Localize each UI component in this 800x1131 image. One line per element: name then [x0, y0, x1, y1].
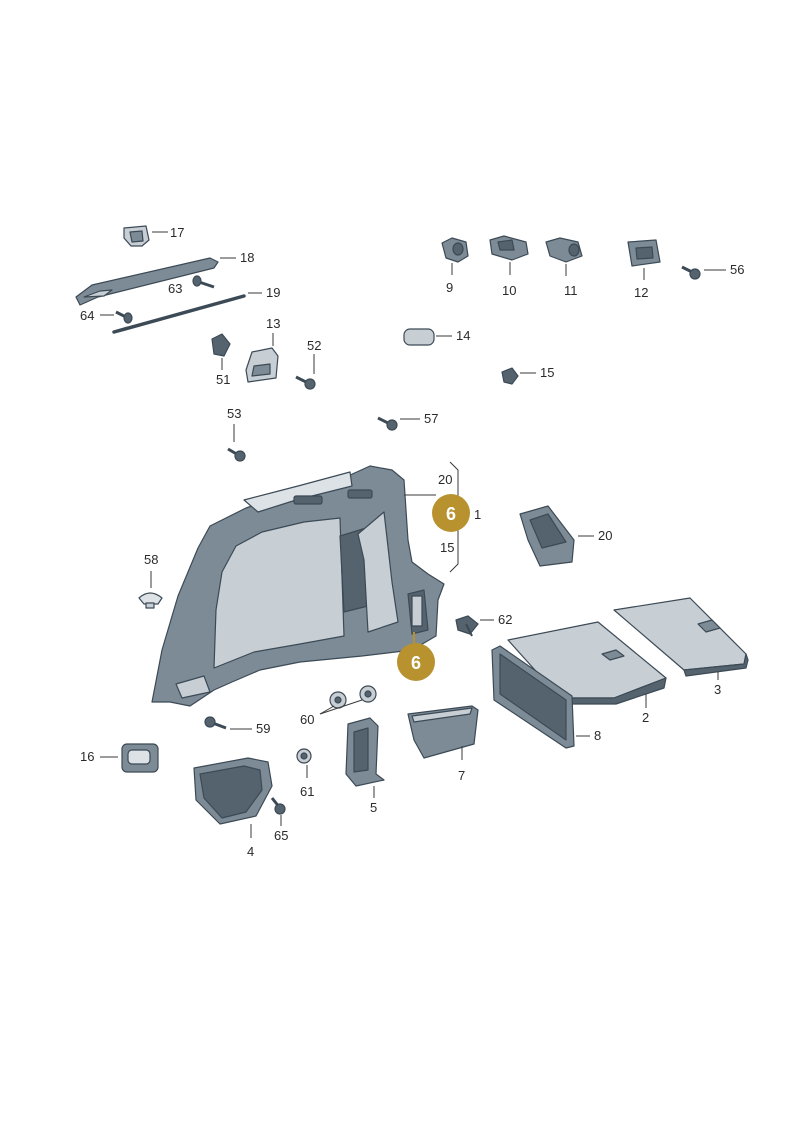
- part-17-clip: [123, 225, 150, 247]
- part-64-screw: [115, 310, 133, 324]
- part-51-clip: [211, 333, 231, 357]
- part-13-bracket: [245, 347, 279, 383]
- label-19: 19: [266, 285, 280, 300]
- label-59: 59: [256, 721, 270, 736]
- part-53-screw: [227, 447, 246, 462]
- label-61: 61: [300, 784, 314, 799]
- part-57-screw: [377, 416, 398, 431]
- part-10-clip: [489, 235, 529, 261]
- label-7: 7: [458, 768, 465, 783]
- label-5: 5: [370, 800, 377, 815]
- label-52: 52: [307, 338, 321, 353]
- label-56: 56: [730, 262, 744, 277]
- label-20-top: 20: [438, 472, 452, 487]
- label-64: 64: [80, 308, 94, 323]
- part-65-screw: [270, 797, 286, 815]
- label-53: 53: [227, 406, 241, 421]
- label-20-right: 20: [598, 528, 612, 543]
- svg-text:6: 6: [446, 504, 456, 524]
- label-1: 1: [474, 507, 481, 522]
- label-10: 10: [502, 283, 516, 298]
- label-51: 51: [216, 372, 230, 387]
- label-15: 15: [540, 365, 554, 380]
- part-16-housing: [121, 743, 159, 773]
- part-5-bracket: [345, 717, 385, 787]
- label-18: 18: [240, 250, 254, 265]
- label-62: 62: [498, 612, 512, 627]
- part-62-clip: [455, 615, 479, 637]
- part-4-cover: [193, 757, 273, 825]
- part-15-clip: [501, 367, 519, 385]
- label-60: 60: [300, 712, 314, 727]
- part-14-cap: [403, 328, 435, 346]
- label-8: 8: [594, 728, 601, 743]
- part-9-clip: [441, 237, 469, 263]
- label-12: 12: [634, 285, 648, 300]
- label-15-panel: 15: [440, 540, 454, 555]
- label-13: 13: [266, 316, 280, 331]
- part-1-side-trim-panel: [151, 465, 445, 707]
- badge-6-top: 6: [432, 494, 470, 532]
- svg-text:6: 6: [411, 653, 421, 673]
- label-58: 58: [144, 552, 158, 567]
- part-18-trim-strip: [75, 257, 219, 306]
- label-11: 11: [564, 283, 578, 298]
- label-3: 3: [714, 682, 721, 697]
- part-59-screw: [204, 716, 227, 730]
- part-19-rod: [112, 294, 246, 334]
- part-52-screw: [295, 375, 316, 390]
- part-12-housing: [627, 239, 661, 267]
- part-58-plug: [138, 592, 163, 609]
- part-3-floor-cover: [613, 597, 749, 677]
- label-17: 17: [170, 225, 184, 240]
- badge-6-bottom: 6: [397, 643, 435, 681]
- label-2: 2: [642, 710, 649, 725]
- label-14: 14: [456, 328, 470, 343]
- part-20-vent-grille: [519, 505, 575, 567]
- part-60-nuts: [329, 685, 377, 709]
- label-16: 16: [80, 749, 94, 764]
- label-57: 57: [424, 411, 438, 426]
- part-7-tray: [407, 705, 479, 759]
- label-65: 65: [274, 828, 288, 843]
- label-63: 63: [168, 281, 182, 296]
- part-56-screw: [681, 265, 701, 280]
- part-8-side-panel: [491, 645, 575, 749]
- label-4: 4: [247, 844, 254, 859]
- label-9: 9: [446, 280, 453, 295]
- part-11-clip: [545, 237, 583, 263]
- part-61-nut: [296, 748, 312, 764]
- part-63-screw: [192, 275, 215, 289]
